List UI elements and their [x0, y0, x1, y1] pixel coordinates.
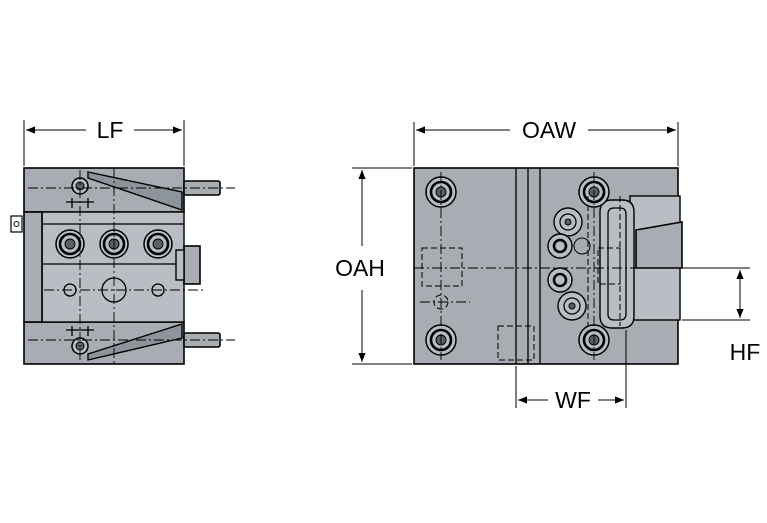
- dimension-label-hf: HF: [730, 339, 761, 365]
- front-clamp-lever: [599, 199, 635, 329]
- dimension-label-oah: OAH: [335, 255, 385, 281]
- side-bottom-wedge: [87, 323, 183, 361]
- side-top-wedge: [87, 171, 183, 211]
- side-top-pin: [183, 180, 221, 196]
- front-adjust-screws: [547, 207, 591, 321]
- front-view: [352, 122, 750, 408]
- side-back-plate: [23, 211, 43, 323]
- side-edge-marker: [10, 215, 23, 233]
- side-bottom-pin: [183, 332, 221, 348]
- side-view: [10, 120, 235, 365]
- side-right-tab: [183, 245, 201, 285]
- dimension-label-lf: LF: [97, 117, 124, 143]
- dimension-label-oaw: OAW: [522, 117, 576, 143]
- dimension-label-wf: WF: [555, 387, 591, 413]
- side-clamp-body: [41, 211, 185, 323]
- front-wedge-insert: [635, 221, 683, 269]
